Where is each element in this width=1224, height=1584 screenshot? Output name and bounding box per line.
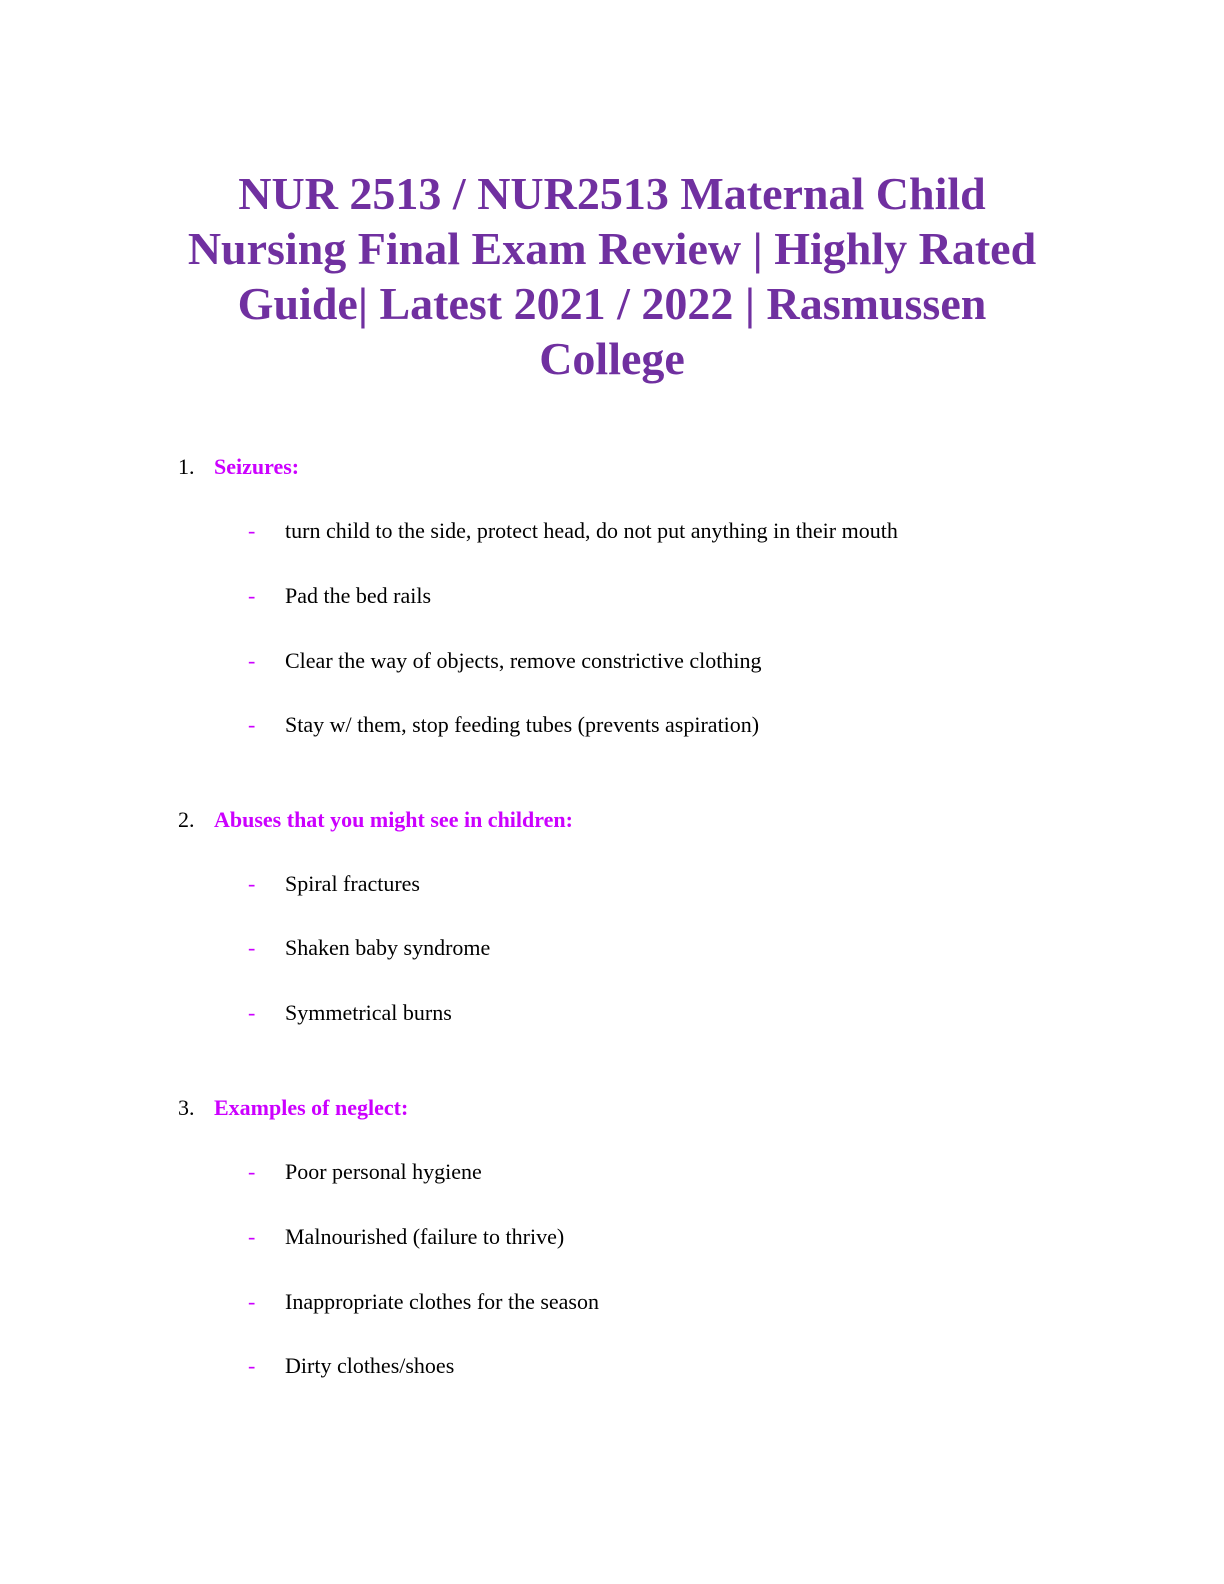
list-number: 2. [178, 807, 195, 832]
list-item: - Symmetrical burns [248, 1000, 452, 1026]
title-line: College [539, 333, 685, 384]
title-line: Nursing Final Exam Review | Highly Rated [187, 223, 1037, 274]
list-item: - Inappropriate clothes for the season [248, 1289, 599, 1315]
section-heading-neglect: 3. Examples of neglect: [178, 1095, 408, 1121]
dash-bullet-icon: - [248, 1289, 256, 1314]
list-item-text: Symmetrical burns [285, 1000, 452, 1025]
list-item: - Pad the bed rails [248, 583, 431, 609]
list-item: - Shaken baby syndrome [248, 935, 490, 961]
list-item: - Clear the way of objects, remove constr… [248, 648, 762, 674]
list-number: 3. [178, 1095, 195, 1120]
title-line: NUR 2513 / NUR2513 Maternal Child [238, 168, 986, 219]
list-item-text: Clear the way of objects, remove constri… [285, 648, 762, 673]
list-number: 1. [178, 454, 195, 479]
dash-bullet-icon: - [248, 1000, 256, 1025]
section-heading-label: Examples of neglect: [214, 1095, 409, 1120]
list-item-text: Inappropriate clothes for the season [285, 1289, 599, 1314]
list-item-text: Stay w/ them, stop feeding tubes (preven… [285, 712, 760, 737]
list-item-text: Poor personal hygiene [285, 1159, 482, 1184]
dash-bullet-icon: - [248, 1353, 256, 1378]
list-item: - Dirty clothes/shoes [248, 1353, 454, 1379]
list-item-text: turn child to the side, protect head, do… [285, 518, 898, 543]
section-heading-abuses: 2. Abuses that you might see in children: [178, 807, 573, 833]
dash-bullet-icon: - [248, 648, 256, 673]
list-item: - Poor personal hygiene [248, 1159, 482, 1185]
dash-bullet-icon: - [248, 712, 256, 737]
dash-bullet-icon: - [248, 1159, 256, 1184]
list-item: - Spiral fractures [248, 871, 420, 897]
section-heading-seizures: 1. Seizures: [178, 454, 299, 480]
dash-bullet-icon: - [248, 518, 256, 543]
list-item-text: Shaken baby syndrome [285, 935, 491, 960]
list-item-text: Spiral fractures [285, 871, 420, 896]
list-item-text: Pad the bed rails [285, 583, 432, 608]
dash-bullet-icon: - [248, 1224, 256, 1249]
dash-bullet-icon: - [248, 935, 256, 960]
section-heading-label: Seizures: [214, 454, 300, 479]
title-line: Guide| Latest 2021 / 2022 | Rasmussen [237, 278, 987, 329]
dash-bullet-icon: - [248, 871, 256, 896]
list-item-text: Dirty clothes/shoes [285, 1353, 455, 1378]
section-heading-label: Abuses that you might see in children: [214, 807, 573, 832]
dash-bullet-icon: - [248, 583, 256, 608]
list-item: - Malnourished (failure to thrive) [248, 1224, 564, 1250]
list-item: - turn child to the side, protect head, d… [248, 518, 898, 544]
document-title: NUR 2513 / NUR2513 Maternal Child Nursin… [150, 166, 1074, 386]
list-item-text: Malnourished (failure to thrive) [285, 1224, 565, 1249]
list-item: - Stay w/ them, stop feeding tubes (preve… [248, 712, 759, 738]
